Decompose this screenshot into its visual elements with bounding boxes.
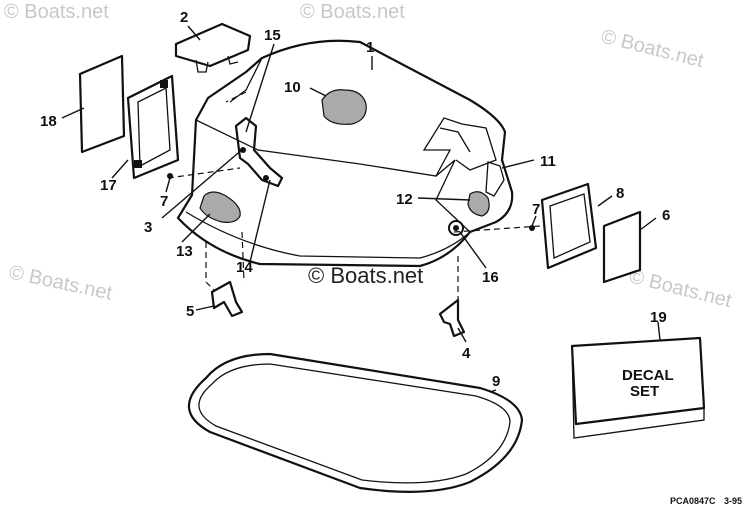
callout-10: 10 [284, 79, 301, 96]
watermark-top-right: © Boats.net [599, 26, 706, 73]
bracket-5 [210, 280, 244, 318]
watermark-center: © Boats.net [308, 263, 423, 288]
callout-15: 15 [264, 27, 281, 44]
rivet [240, 147, 246, 153]
decal-6 [602, 210, 642, 284]
callout-18: 18 [40, 113, 57, 130]
latch-knob-center [453, 225, 459, 231]
screw-7-left [167, 173, 173, 179]
callout-1: 1 [366, 39, 374, 56]
callout-2: 2 [180, 9, 188, 26]
callout-8: 8 [616, 185, 624, 202]
diagram-ref-code: PCA0847C [670, 496, 716, 506]
diagram-date-code: 3-95 [724, 496, 742, 506]
watermark-right: © Boats.net [627, 266, 734, 313]
callout-16: 16 [482, 269, 499, 286]
callout-17: 17 [100, 177, 117, 194]
acoustic-pad-10 [321, 89, 367, 125]
watermark-left: © Boats.net [7, 261, 115, 304]
alignment-lines [167, 91, 541, 300]
watermark-top-left: © Boats.net [4, 1, 109, 23]
decal-line2: SET [630, 383, 659, 400]
screw-7-right [529, 225, 535, 231]
trim-panel-8 [540, 182, 598, 270]
callout-11: 11 [540, 153, 556, 170]
watermark-top-center: © Boats.net [300, 1, 405, 23]
callout-labels: 1 2 3 4 5 6 7 7 8 9 10 11 12 13 14 15 16… [40, 9, 670, 390]
leader-lines [61, 25, 661, 393]
latch-knob-16 [448, 220, 464, 236]
decal-line1: DECAL [622, 367, 674, 384]
decal-18 [78, 54, 126, 154]
motor-cover [176, 39, 514, 268]
callout-19: 19 [650, 309, 667, 326]
rivet [263, 175, 269, 181]
trim-panel-17 [126, 74, 180, 180]
handle-2 [174, 22, 252, 73]
acoustic-pad-12 [467, 191, 490, 217]
seal-9 [187, 352, 524, 493]
callout-5: 5 [186, 303, 194, 320]
callout-6: 6 [662, 207, 670, 224]
callout-3: 3 [144, 219, 152, 236]
decal-set-box-19: DECAL SET [570, 336, 706, 439]
bracket-4 [438, 298, 466, 338]
callout-12: 12 [396, 191, 413, 208]
callout-9: 9 [492, 373, 500, 390]
callout-7-right: 7 [532, 201, 540, 218]
callout-7-left: 7 [160, 193, 168, 210]
callout-13: 13 [176, 243, 193, 260]
latch-bracket-15 [234, 116, 284, 188]
callout-14: 14 [236, 259, 253, 276]
callout-4: 4 [462, 345, 471, 362]
